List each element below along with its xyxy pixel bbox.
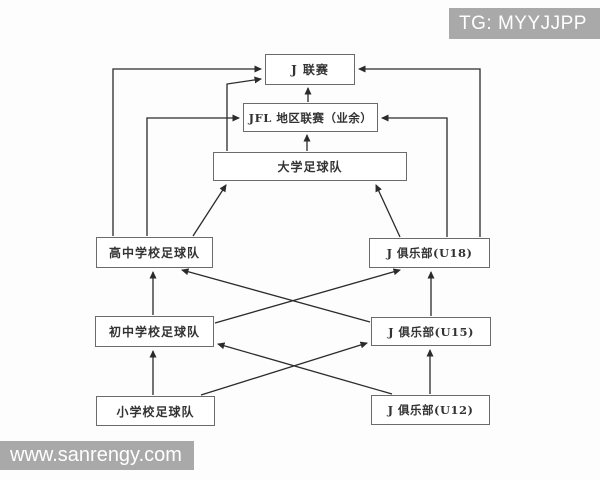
edge-elementary-to-u15 [200, 341, 368, 396]
edge-high-school-to-jfl [146, 114, 240, 236]
edge-high-school-to-university [192, 184, 227, 237]
edge-u15-to-high-school [181, 268, 371, 323]
edge-u18-to-j-league [358, 65, 481, 237]
node-elementary: 小学校足球队 [96, 396, 215, 426]
node-university: 大学足球队 [213, 152, 407, 181]
watermark-website: www.sanrengy.com [0, 441, 194, 470]
edge-u12-to-middle-school [217, 342, 393, 395]
edge-middle-school-to-u18 [214, 268, 401, 324]
edge-high-school-to-j-league [112, 65, 262, 236]
watermark-telegram: TG: MYYJJPP [449, 8, 600, 39]
node-j-league: J 联赛 [265, 54, 355, 85]
edge-u18-to-jfl [381, 114, 448, 237]
edge-university-to-j-league [226, 76, 262, 151]
node-middle-school: 初中学校足球队 [95, 316, 214, 347]
edge-u18-to-university [375, 184, 401, 238]
node-u18: J 俱乐部(U18) [369, 238, 490, 268]
node-u12: J 俱乐部(U12) [371, 395, 490, 425]
node-jfl: JFL 地区联赛（业余） [243, 103, 378, 132]
node-high-school: 高中学校足球队 [96, 237, 213, 268]
node-u15: J 俱乐部(U15) [371, 317, 491, 346]
